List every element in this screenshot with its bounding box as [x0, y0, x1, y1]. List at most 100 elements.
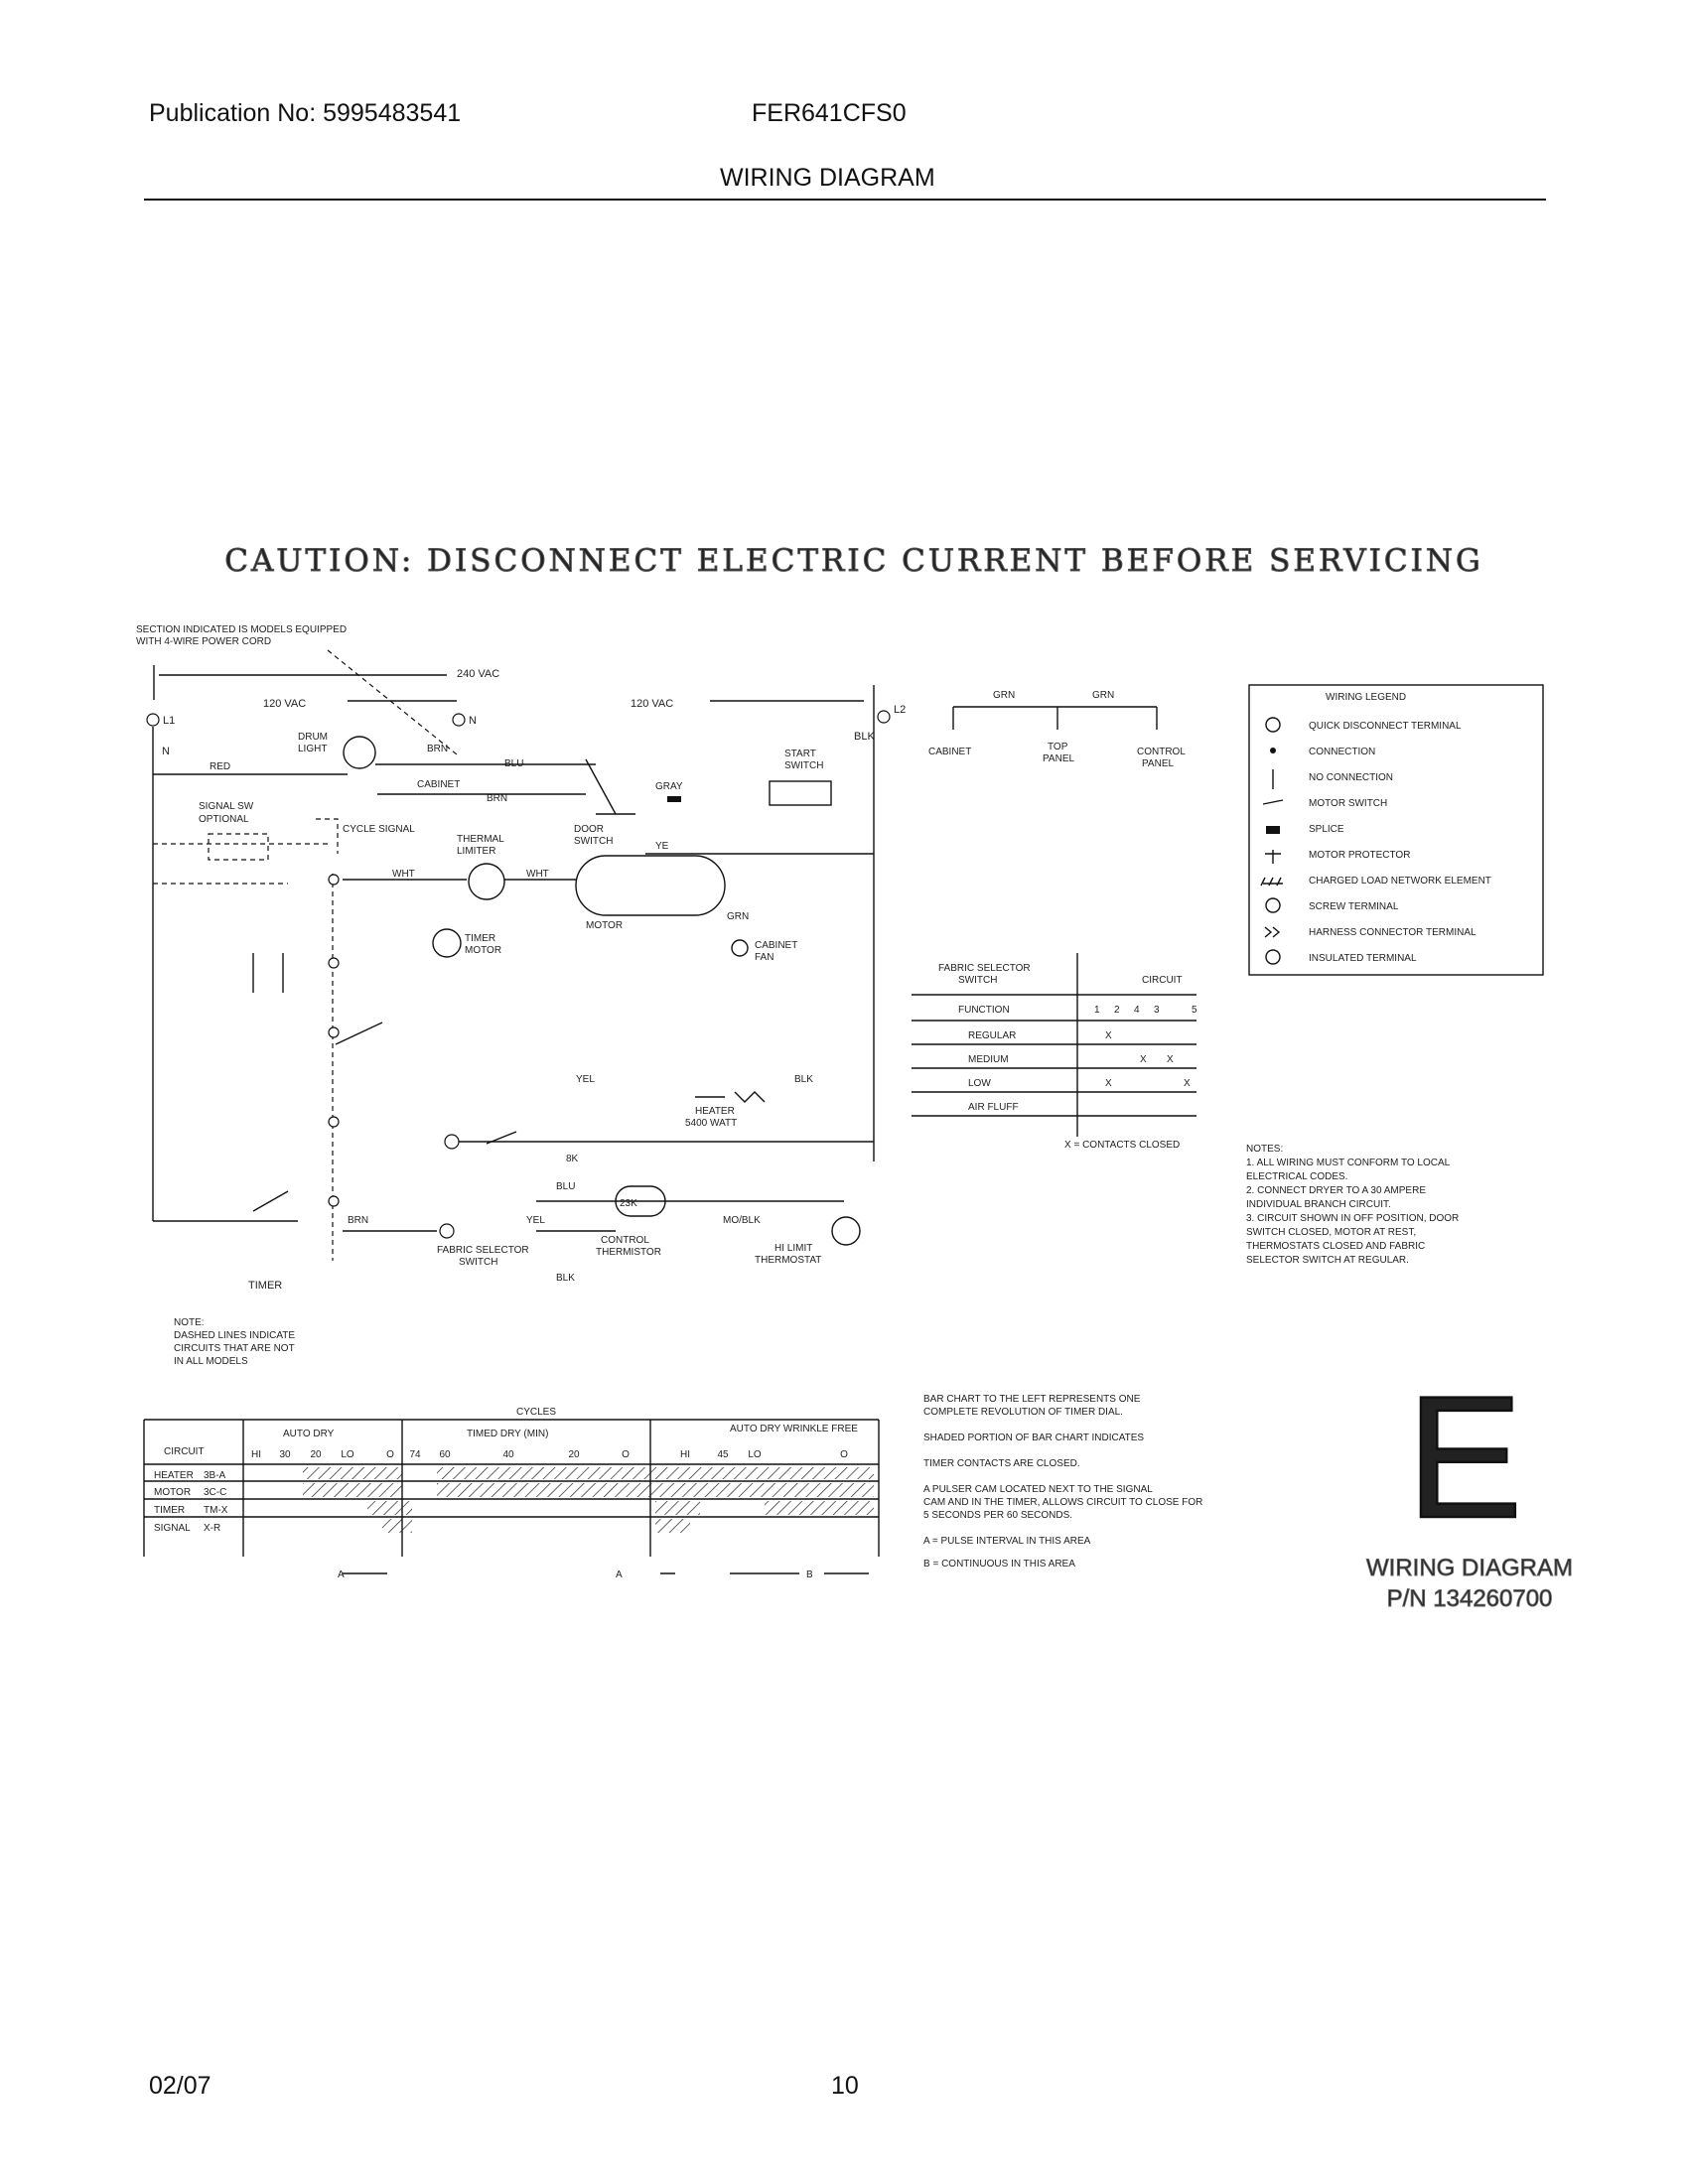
chart-row-motor: MOTOR	[154, 1487, 191, 1498]
thermal-label2: LIMITER	[457, 846, 495, 857]
bar-heater-timed	[437, 1467, 874, 1479]
hi-limit-label2: THERMOSTAT	[755, 1255, 821, 1266]
label-l1: L1	[163, 715, 175, 727]
chart-tick-label: 20	[310, 1449, 322, 1460]
heater-label2: 5400 WATT	[685, 1118, 737, 1129]
chart-tick-label: O	[840, 1449, 848, 1460]
timer-switch-low	[252, 1190, 289, 1212]
terminal-l2	[877, 710, 891, 724]
terminal-n	[452, 713, 466, 727]
chart-tick-label: 60	[439, 1449, 451, 1460]
timer-contact-3	[328, 1026, 340, 1038]
label-l2: L2	[894, 704, 906, 716]
timer-label: TIMER	[248, 1280, 282, 1292]
page-title: WIRING DIAGRAM	[720, 164, 935, 192]
wiring-legend: WIRING LEGEND QUICK DISCONNECT TERMINAL …	[1248, 684, 1544, 976]
legend-item-2: NO CONNECTION	[1309, 772, 1393, 783]
drive-motor	[575, 855, 726, 916]
note-line: 1. ALL WIRING MUST CONFORM TO LOCAL	[1246, 1158, 1451, 1168]
legend-box	[1248, 684, 1544, 976]
door-switch-label1: DOOR	[574, 824, 604, 835]
wire-blu-lower: BLU	[556, 1181, 575, 1192]
top-note-leader	[327, 649, 458, 755]
chart-contacts: 3C-C	[204, 1487, 226, 1498]
wire-blk-bottom: BLK	[556, 1273, 575, 1284]
thermal-label1: THERMAL	[457, 834, 504, 845]
page-number: 10	[831, 2072, 859, 2100]
caution-banner: CAUTION: DISCONNECT ELECTRIC CURRENT BEF…	[224, 543, 1482, 579]
fabric-sw-label1: FABRIC SELECTOR	[437, 1245, 529, 1256]
timer-switch-arm	[335, 1022, 383, 1045]
start-label2: SWITCH	[784, 760, 823, 771]
fabric-row-rules	[912, 1020, 1196, 1117]
revision-letter: E	[1407, 1361, 1523, 1555]
bar-note-line: A = PULSE INTERVAL IN THIS AREA	[923, 1536, 1091, 1547]
chart-tick-label: LO	[341, 1449, 354, 1460]
dashed-note-line: NOTE:	[174, 1317, 205, 1328]
section-timed-dry: TIMED DRY (MIN)	[467, 1429, 548, 1439]
legend-item-8: HARNESS CONNECTOR TERMINAL	[1309, 927, 1477, 938]
legend-item-3: MOTOR SWITCH	[1309, 798, 1387, 809]
res-23k-label: 23K	[620, 1198, 637, 1209]
chart-tick-label: O	[386, 1449, 394, 1460]
timer-bar-chart: CYCLES CIRCUIT AUTO DRY TIMED DRY (MIN) …	[143, 1407, 880, 1580]
wire-red: RED	[210, 761, 230, 772]
start-label1: START	[784, 749, 816, 759]
voltage-120b: 120 VAC	[631, 698, 673, 710]
chart-row-signal: SIGNAL	[154, 1523, 191, 1534]
fabric-col-0: 1	[1094, 1005, 1100, 1016]
signal-sw-label1: SIGNAL SW	[199, 801, 254, 812]
drum-light-label1: DRUM	[298, 732, 328, 743]
fabric-mark: X	[1184, 1078, 1191, 1089]
chart-marker-a2: A	[616, 1570, 623, 1580]
fabric-sw-label2: SWITCH	[459, 1257, 497, 1268]
voltage-120a: 120 VAC	[263, 698, 306, 710]
fabric-col-2: 4	[1134, 1005, 1140, 1016]
part-label-line1: WIRING DIAGRAM	[1366, 1555, 1573, 1581]
legend-item-0: QUICK DISCONNECT TERMINAL	[1309, 721, 1462, 732]
dashed-lines-note: NOTE: DASHED LINES INDICATE CIRCUITS THA…	[174, 1317, 295, 1367]
l1-bus	[152, 727, 298, 1222]
wire-wht-right: WHT	[526, 869, 549, 880]
chart-contacts: TM-X	[204, 1505, 228, 1516]
fabric-footnote: X = CONTACTS CLOSED	[1064, 1140, 1180, 1151]
terminal-l1	[146, 713, 160, 727]
fabric-title-2: SWITCH	[958, 975, 997, 986]
chart-tick-label: LO	[748, 1449, 762, 1460]
wire-brn-lower: BRN	[348, 1215, 368, 1226]
fabric-mark: X	[1140, 1054, 1147, 1065]
ground-group: GRN GRN CABINET TOP PANEL CONTROL PANEL	[928, 690, 1186, 769]
wire-grn-motor: GRN	[727, 911, 749, 922]
dashed-note-line: DASHED LINES INDICATE	[174, 1330, 295, 1341]
bar-note-line: SHADED PORTION OF BAR CHART INDICATES	[923, 1433, 1144, 1443]
bar-note-line: 5 SECONDS PER 60 SECONDS.	[923, 1510, 1072, 1521]
legend-item-9: INSULATED TERMINAL	[1309, 953, 1417, 964]
legend-symbol-7	[1265, 897, 1281, 913]
bar-timer-1	[367, 1501, 412, 1515]
wire-wht-left: WHT	[392, 869, 415, 880]
ground-control: CONTROL	[1137, 747, 1186, 757]
chart-contacts: X-R	[204, 1523, 220, 1534]
drum-light-bulb	[343, 736, 376, 769]
section-auto-wrinkle: AUTO DRY WRINKLE FREE	[730, 1424, 858, 1434]
thermistor-wires	[536, 1200, 844, 1232]
note-line: ELECTRICAL CODES.	[1246, 1171, 1347, 1182]
note-line: SWITCH CLOSED, MOTOR AT REST,	[1246, 1227, 1416, 1238]
legend-item-4: SPLICE	[1309, 824, 1344, 835]
chart-tick-label: 74	[409, 1449, 421, 1460]
motor-label: MOTOR	[586, 920, 623, 931]
control-thermistor	[615, 1185, 666, 1217]
notes-block: NOTES: 1. ALL WIRING MUST CONFORM TO LOC…	[1246, 1144, 1459, 1266]
fabric-function-header: FUNCTION	[958, 1005, 1010, 1016]
bar-note-line: A PULSER CAM LOCATED NEXT TO THE SIGNAL	[923, 1484, 1153, 1495]
wire-mo-blk: MO/BLK	[723, 1215, 761, 1226]
heater-element	[695, 1091, 766, 1103]
label-blk-top: BLK	[854, 731, 875, 743]
footer-date: 02/07	[149, 2072, 211, 2100]
note-line: THERMOSTATS CLOSED AND FABRIC	[1246, 1241, 1425, 1252]
thermistor-label2: THERMISTOR	[596, 1247, 661, 1258]
bar-motor-autodry	[303, 1483, 402, 1497]
line-120b	[710, 685, 875, 715]
cycle-signal-coil	[316, 818, 339, 854]
ground-top: TOP	[1048, 742, 1068, 752]
